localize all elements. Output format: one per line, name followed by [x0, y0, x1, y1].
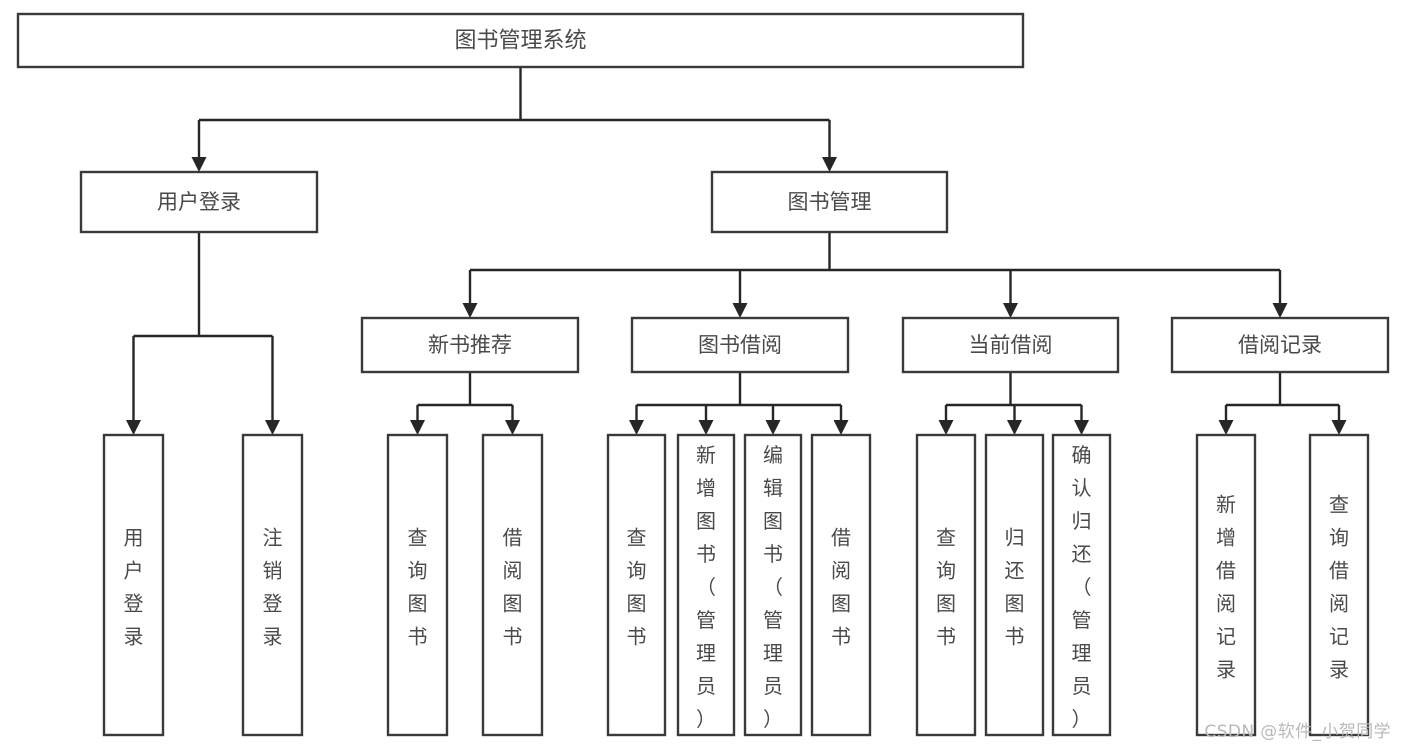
arrow-head-icon [265, 420, 280, 435]
node-leaf-query-book-1-box[interactable] [386, 433, 449, 737]
arrow-head-icon [1003, 303, 1018, 318]
node-leaf-add-record-box[interactable] [1195, 433, 1257, 737]
node-leaf-add-book[interactable]: 新增图书（管理员） [676, 433, 736, 737]
node-root-label: 图书管理系统 [454, 29, 586, 54]
arrow-head-icon [765, 420, 781, 435]
node-leaf-logout[interactable]: 注销登录 [241, 433, 304, 737]
node-new-book-recommend[interactable]: 新书推荐 [360, 316, 580, 374]
node-leaf-query-record-box[interactable] [1308, 433, 1370, 737]
node-leaf-query-book-2-box[interactable] [606, 433, 667, 737]
node-book-manage-label: 图书管理 [788, 190, 872, 214]
node-current-borrow-box[interactable] [901, 316, 1120, 374]
arrow-head-icon [1331, 420, 1347, 435]
node-leaf-query-book-2[interactable]: 查询图书 [606, 433, 667, 737]
node-borrow-record[interactable]: 借阅记录 [1170, 316, 1390, 374]
node-leaf-confirm-return[interactable]: 确认归还（管理员） [1051, 433, 1112, 737]
node-leaf-logout-label: 注销登录 [263, 526, 283, 649]
node-book-manage[interactable]: 图书管理 [710, 170, 949, 234]
node-leaf-edit-book-label: 编辑图书（管理员） [763, 443, 783, 731]
node-leaf-return-book-box[interactable] [984, 433, 1045, 737]
edge-group-book-manage [462, 232, 1288, 318]
arrow-head-icon [629, 420, 644, 435]
node-current-borrow-label: 当前借阅 [969, 333, 1053, 357]
node-user-login-box[interactable] [79, 170, 319, 234]
node-leaf-query-book-3-box[interactable] [915, 433, 977, 737]
node-leaf-confirm-return-box[interactable] [1051, 433, 1112, 737]
node-leaf-user-login-box[interactable] [102, 433, 165, 737]
node-borrow-record-label: 借阅记录 [1238, 333, 1322, 357]
node-book-manage-box[interactable] [710, 170, 949, 234]
node-new-book-recommend-label: 新书推荐 [428, 333, 512, 357]
node-leaf-add-book-box[interactable] [676, 433, 736, 737]
arrow-head-icon [191, 157, 207, 172]
node-borrow-record-box[interactable] [1170, 316, 1390, 374]
node-leaf-logout-box[interactable] [241, 433, 304, 737]
node-leaf-borrow-book-1[interactable]: 借阅图书 [481, 433, 544, 737]
node-leaf-return-book-label: 归还图书 [1005, 526, 1025, 649]
node-leaf-borrow-book-2-label: 借阅图书 [831, 526, 851, 649]
arrow-head-icon [410, 420, 425, 435]
node-user-login-label: 用户登录 [157, 190, 241, 214]
node-leaf-confirm-return-label: 确认归还（管理员） [1072, 443, 1092, 731]
arrow-head-icon [938, 420, 954, 435]
arrow-head-icon [505, 420, 520, 435]
node-new-book-recommend-box[interactable] [360, 316, 580, 374]
node-book-borrow[interactable]: 图书借阅 [630, 316, 850, 374]
node-leaf-borrow-book-2-box[interactable] [810, 433, 872, 737]
node-leaf-borrow-book-1-box[interactable] [481, 433, 544, 737]
node-root-box[interactable] [16, 12, 1025, 69]
edge-group-root [191, 67, 837, 172]
node-leaf-query-record-label: 查询借阅记录 [1329, 493, 1349, 682]
arrow-head-icon [1218, 420, 1234, 435]
node-leaf-borrow-book-2[interactable]: 借阅图书 [810, 433, 872, 737]
arrow-head-icon [698, 420, 714, 435]
node-leaf-query-book-3-label: 查询图书 [936, 526, 956, 649]
node-leaf-query-book-3[interactable]: 查询图书 [915, 433, 977, 737]
node-leaf-add-record-label: 新增借阅记录 [1216, 493, 1236, 682]
node-current-borrow[interactable]: 当前借阅 [901, 316, 1120, 374]
node-leaf-user-login-label: 用户登录 [124, 526, 144, 649]
node-leaf-return-book[interactable]: 归还图书 [984, 433, 1045, 737]
node-leaf-user-login[interactable]: 用户登录 [102, 433, 165, 737]
node-leaf-query-record[interactable]: 查询借阅记录 [1308, 433, 1370, 737]
node-user-login[interactable]: 用户登录 [79, 170, 319, 234]
node-root[interactable]: 图书管理系统 [16, 12, 1025, 69]
arrow-head-icon [833, 420, 849, 435]
edge-group-user-login [126, 232, 280, 435]
arrow-head-icon [732, 303, 748, 318]
node-leaf-query-book-1[interactable]: 查询图书 [386, 433, 449, 737]
arrow-head-icon [1007, 420, 1022, 435]
arrow-head-icon [822, 157, 837, 172]
node-leaf-add-record[interactable]: 新增借阅记录 [1195, 433, 1257, 737]
edge-group-book-borrow [629, 372, 849, 435]
node-leaf-add-book-label: 新增图书（管理员） [696, 443, 716, 731]
edge-group-new-book-recommend [410, 372, 520, 435]
node-leaf-edit-book-box[interactable] [743, 433, 803, 737]
edge-group-current-borrow [938, 372, 1089, 435]
connector-layer [126, 67, 1347, 435]
edge-group-borrow-record [1218, 372, 1347, 435]
arrow-head-icon [1074, 420, 1089, 435]
node-layer: 图书管理系统用户登录图书管理新书推荐图书借阅当前借阅借阅记录用户登录注销登录查询… [16, 12, 1390, 737]
arrow-head-icon [462, 303, 478, 318]
node-leaf-edit-book[interactable]: 编辑图书（管理员） [743, 433, 803, 737]
node-leaf-query-book-1-label: 查询图书 [408, 526, 428, 649]
node-leaf-query-book-2-label: 查询图书 [627, 526, 647, 649]
arrow-head-icon [1272, 303, 1288, 318]
node-book-borrow-label: 图书借阅 [698, 333, 782, 357]
node-book-borrow-box[interactable] [630, 316, 850, 374]
node-leaf-borrow-book-1-label: 借阅图书 [503, 526, 523, 649]
arrow-head-icon [126, 420, 141, 435]
